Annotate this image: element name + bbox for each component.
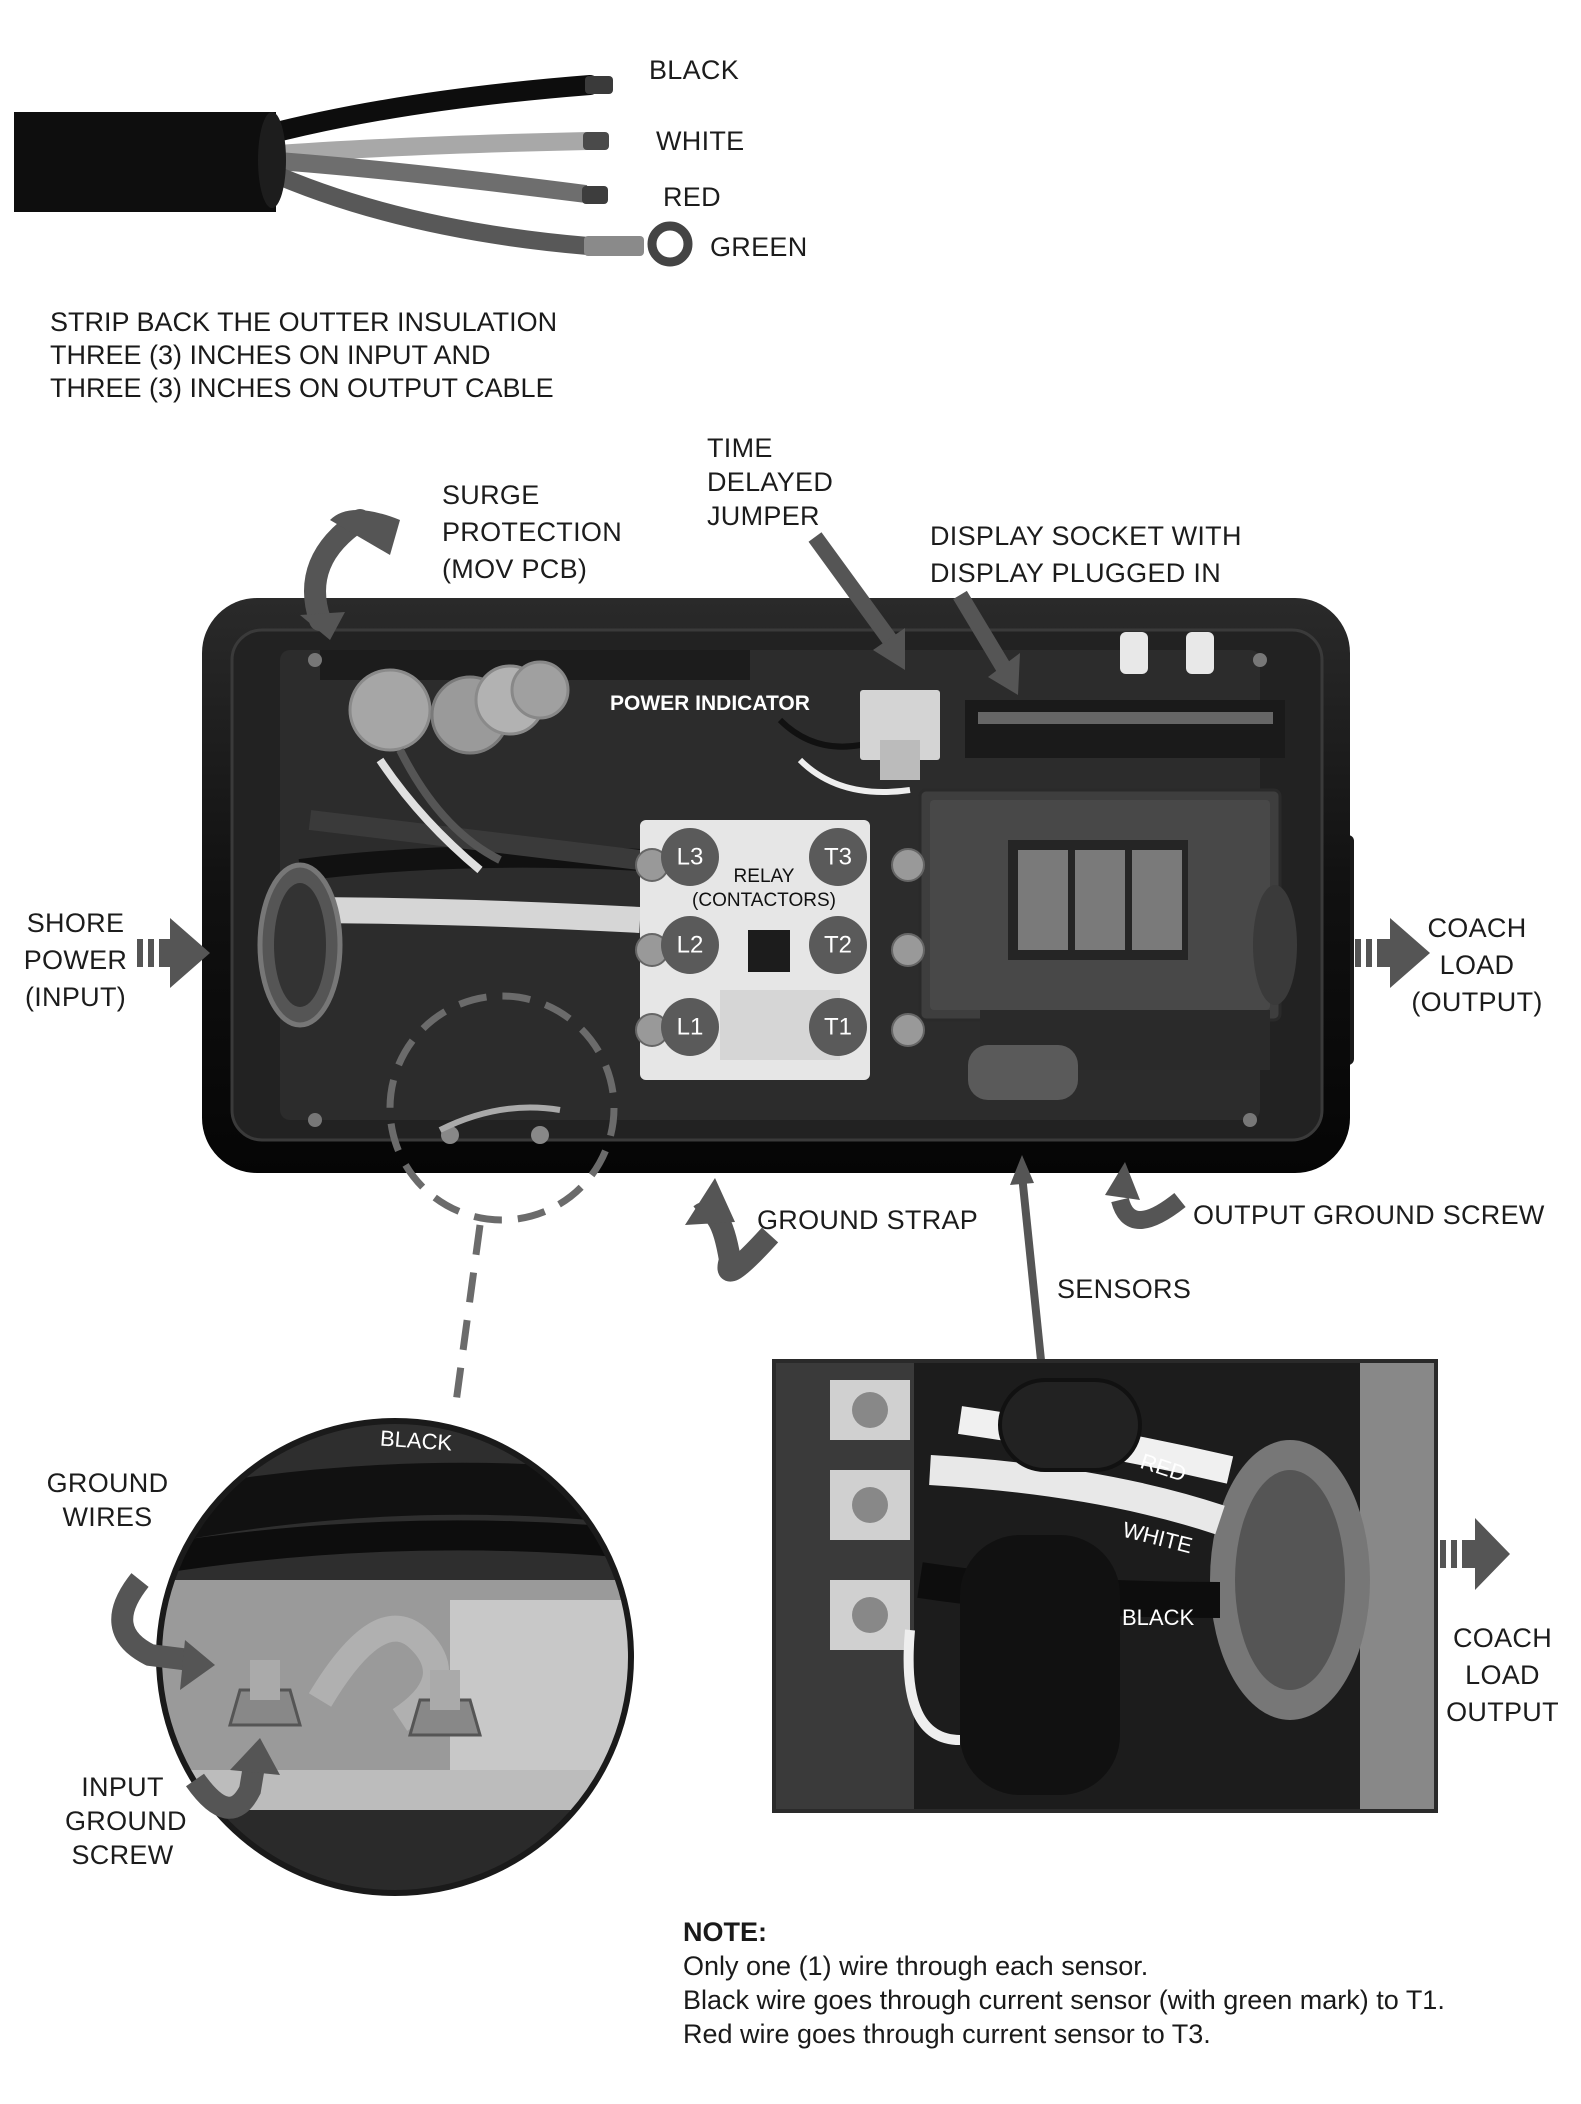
shore-power-arrow-icon (137, 918, 210, 988)
terminal-l2-badge (661, 916, 719, 974)
ground-wires-curved-arrow-icon (111, 1573, 215, 1690)
callout-line: COACH (1427, 913, 1527, 943)
terminal-l3-label: L3 (677, 844, 704, 871)
relay-label-line2: (CONTACTORS) (692, 890, 836, 911)
terminal-l1-label: L1 (677, 1014, 704, 1041)
strip-note-line: THREE (3) INCHES ON INPUT AND (50, 340, 491, 370)
terminal-l1-badge (661, 998, 719, 1056)
strip-insulation-note: STRIP BACK THE OUTTER INSULATION THREE (… (50, 306, 557, 405)
sensor-detail-photo (774, 1361, 1436, 1811)
callout-line: LOAD (1439, 950, 1515, 980)
terminal-l2-label: L2 (677, 932, 704, 959)
installation-note: NOTE: Only one (1) wire through each sen… (683, 1915, 1445, 2051)
display-socket-label: DISPLAY SOCKET WITH DISPLAY PLUGGED IN (930, 518, 1242, 592)
callout-line: GROUND (65, 1806, 187, 1836)
ground-detail-dashed-line (451, 1224, 484, 1411)
terminal-t3-badge (809, 828, 867, 886)
power-indicator-label: POWER INDICATOR (610, 692, 810, 715)
input-ground-screw-curved-arrow-icon (185, 1738, 280, 1819)
callout-line: COACH (1452, 1623, 1552, 1653)
callout-line: (INPUT) (24, 982, 127, 1012)
callout-line: WIRES (62, 1502, 153, 1532)
relay-label-line1: RELAY (734, 866, 795, 887)
output-ground-curved-arrow-icon (1105, 1162, 1186, 1229)
callout-line: PROTECTION (442, 517, 623, 547)
coach-load-output-label: COACH LOAD OUTPUT (1440, 1620, 1565, 1731)
terminal-t2-badge (809, 916, 867, 974)
output-ground-screw-label: OUTPUT GROUND SCREW (1193, 1200, 1545, 1230)
surge-curved-arrow-icon (300, 509, 400, 640)
callout-line: SCREW (71, 1840, 174, 1870)
cable-illustration (14, 75, 693, 267)
callout-line: POWER (23, 945, 128, 975)
coach-load-label: COACH LOAD (OUTPUT) (1402, 910, 1552, 1021)
callout-line: DELAYED (707, 467, 834, 497)
callout-line: SHORE (26, 908, 125, 938)
callout-line: (MOV PCB) (442, 554, 588, 584)
display-socket-arrow-icon (953, 590, 1020, 695)
note-line: Red wire goes through current sensor to … (683, 2019, 1211, 2049)
ground-strap-label: GROUND STRAP (757, 1205, 979, 1235)
wire-label-black: BLACK (649, 55, 740, 85)
jumper-arrow-icon (808, 532, 905, 670)
terminal-t2-label: T2 (824, 932, 852, 959)
terminal-badges: L3 T3 L2 T2 L1 T1 RELAY (CONTACTORS) POW… (610, 692, 867, 1056)
detail-black-wire-label: BLACK (379, 1425, 453, 1456)
strip-note-line: THREE (3) INCHES ON OUTPUT CABLE (50, 373, 554, 403)
terminal-t1-label: T1 (824, 1014, 852, 1041)
sensors-label: SENSORS (1057, 1274, 1192, 1304)
coach-load-arrow-icon (1355, 918, 1430, 988)
callout-line: OUTPUT (1446, 1697, 1559, 1727)
ground-detail-dashed-circle (386, 992, 618, 1224)
wire-label-green: GREEN (710, 232, 808, 262)
callout-line: JUMPER (707, 501, 820, 531)
note-line: Only one (1) wire through each sensor. (683, 1951, 1149, 1981)
surge-protection-label: SURGE PROTECTION (MOV PCB) (442, 477, 622, 588)
callout-line: TIME (707, 433, 773, 463)
terminal-l3-badge (661, 828, 719, 886)
ground-wires-label: GROUND WIRES (35, 1466, 180, 1534)
note-title: NOTE: (683, 1917, 767, 1947)
callout-line: LOAD (1465, 1660, 1540, 1690)
input-ground-screw-label: INPUT GROUND SCREW (65, 1770, 187, 1872)
note-line: Black wire goes through current sensor (… (683, 1985, 1445, 2015)
shore-power-label: SHORE POWER (INPUT) (18, 905, 133, 1016)
wire-label-white: WHITE (656, 126, 745, 156)
callout-line: INPUT (81, 1772, 164, 1802)
wire-label-red: RED (663, 182, 721, 212)
detail-black-sensor-label: BLACK (1122, 1605, 1195, 1630)
callout-line: DISPLAY PLUGGED IN (930, 558, 1221, 588)
callout-line: DISPLAY SOCKET WITH (930, 521, 1242, 551)
callout-line: (OUTPUT) (1411, 987, 1543, 1017)
terminal-t1-badge (809, 998, 867, 1056)
callout-line: SURGE (442, 480, 540, 510)
callout-line: GROUND (46, 1468, 169, 1498)
coach-load-output-arrow-icon (1440, 1518, 1510, 1590)
time-delayed-jumper-label: TIME DELAYED JUMPER (707, 431, 833, 533)
strip-note-line: STRIP BACK THE OUTTER INSULATION (50, 307, 558, 337)
ground-strap-curved-arrow-icon (685, 1178, 779, 1282)
terminal-t3-label: T3 (824, 844, 852, 871)
